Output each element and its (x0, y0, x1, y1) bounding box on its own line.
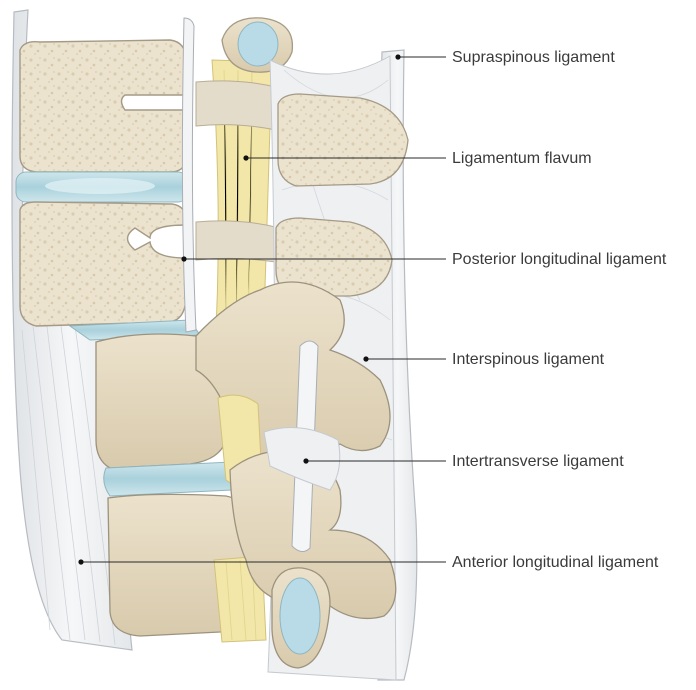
lamina-lower (195, 220, 281, 263)
label-flavum: Ligamentum flavum (452, 150, 592, 167)
pointer-supraspinous (395, 54, 401, 60)
pointer-intertransverse (303, 458, 309, 464)
intertransverse-fan (263, 427, 341, 491)
middle-vertebral-body (19, 201, 187, 327)
pointer-anterior (78, 559, 84, 565)
label-supraspinous: Supraspinous ligament (452, 49, 615, 66)
upper-vertebral-body (19, 39, 187, 173)
posterior-ligament-band (181, 17, 197, 333)
anterior-ligament-fibers (21, 299, 116, 646)
spinous-process-1 (277, 93, 409, 187)
lamina-upper (195, 80, 281, 131)
pointer-flavum (243, 155, 249, 161)
pointer-interspinous (363, 356, 369, 362)
lower-disc (103, 461, 237, 497)
label-group: Supraspinous ligament Ligamentum flavum … (78, 49, 667, 571)
label-anterior: Anterior longitudinal ligament (452, 554, 659, 571)
label-posterior: Posterior longitudinal ligament (452, 251, 667, 268)
label-intertransverse: Intertransverse ligament (452, 453, 624, 470)
pointer-posterior (181, 256, 187, 262)
label-interspinous: Interspinous ligament (452, 351, 605, 368)
